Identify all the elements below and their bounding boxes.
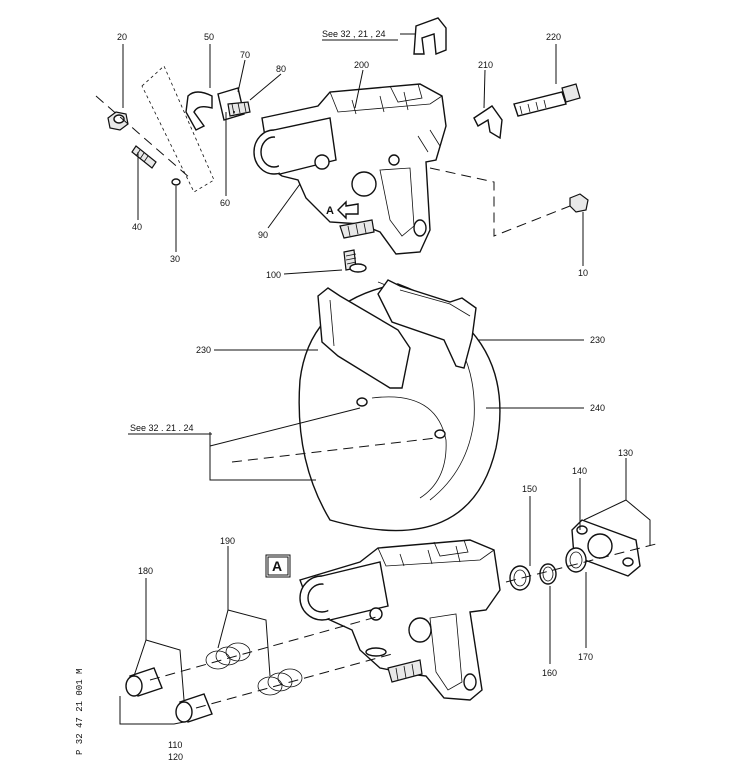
part-190-spring-upper (205, 642, 251, 670)
part-190-spring-lower (257, 668, 303, 696)
label-90: 90 (258, 230, 268, 240)
label-200: 200 (354, 60, 369, 70)
label-170: 170 (578, 652, 593, 662)
dot-mark (233, 111, 235, 113)
part-20-nut (107, 111, 129, 131)
reference-bracket (413, 17, 447, 55)
part-60-clip (217, 87, 251, 121)
leader-lines (119, 33, 651, 725)
part-40-bleed-screw (131, 145, 157, 169)
label-240: 240 (590, 403, 605, 413)
label-20: 20 (117, 32, 127, 42)
part-110-bush (175, 693, 213, 723)
part-200-caliper-body (253, 83, 447, 255)
see-references: See 32 , 21 , 24 See 32 . 21 . 24 (128, 29, 398, 435)
caliper-body-view-a (299, 539, 501, 701)
label-130: 130 (618, 448, 633, 458)
label-180: 180 (138, 566, 153, 576)
label-100: 100 (266, 270, 281, 280)
label-60: 60 (220, 198, 230, 208)
part-230-pad-left (317, 287, 411, 389)
label-110: 110 (168, 740, 182, 750)
label-140: 140 (572, 466, 587, 476)
label-70: 70 (240, 50, 250, 60)
part-labels: 20 50 70 80 200 220 210 40 30 60 90 10 1… (117, 32, 633, 762)
label-40: 40 (132, 222, 142, 232)
part-210-clip (473, 105, 503, 140)
part-30-cap (171, 178, 181, 186)
view-a-box: A (265, 554, 291, 578)
label-230-right: 230 (590, 335, 605, 345)
see-ref-middle: See 32 . 21 . 24 (130, 423, 194, 433)
label-220: 220 (546, 32, 561, 42)
label-120: 120 (168, 752, 183, 762)
label-150: 150 (522, 484, 537, 494)
part-10-plug (569, 193, 589, 213)
label-160: 160 (542, 668, 557, 678)
part-150-seal (509, 565, 531, 591)
label-230-left: 230 (196, 345, 211, 355)
part-50-pipe (185, 91, 213, 131)
part-220-bolt (513, 83, 581, 117)
see-ref-top: See 32 , 21 , 24 (322, 29, 386, 39)
part-160-ring (539, 563, 557, 585)
label-80: 80 (276, 64, 286, 74)
view-arrow-label: A (326, 205, 334, 217)
part-100-screw (343, 249, 367, 273)
part-130-piston-housing (571, 519, 641, 577)
part-230-pad-right (377, 279, 477, 369)
part-180-bush (125, 667, 163, 697)
view-arrow-marker: A (326, 200, 359, 220)
label-210: 210 (478, 60, 493, 70)
label-30: 30 (170, 254, 180, 264)
view-a-label: A (272, 558, 282, 574)
label-10: 10 (578, 268, 588, 278)
part-170-ring (565, 547, 587, 573)
label-50: 50 (204, 32, 214, 42)
reference-code: P 32 47 21 001 M (75, 669, 85, 755)
label-190: 190 (220, 536, 235, 546)
